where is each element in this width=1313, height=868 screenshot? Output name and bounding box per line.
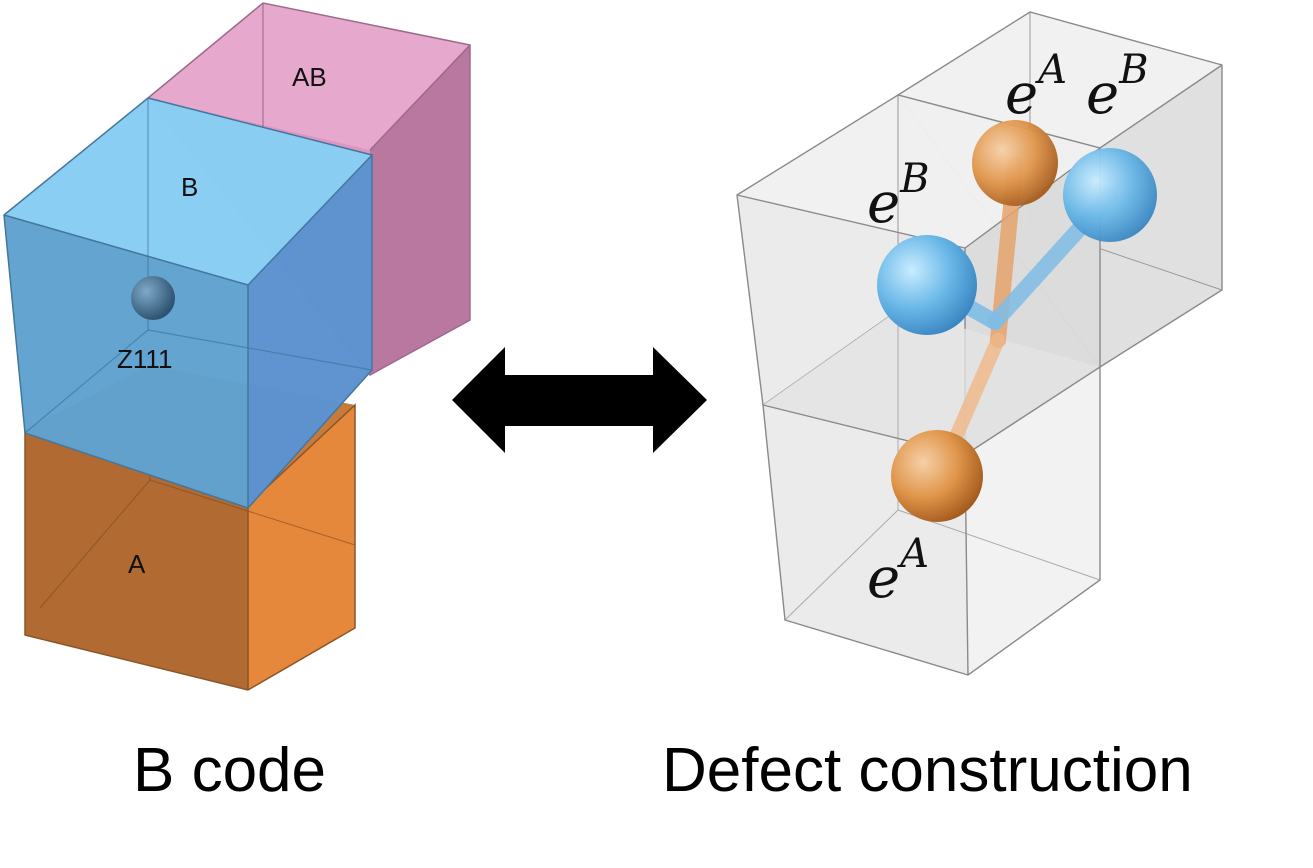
- label-ea-bottom: eA: [867, 531, 929, 611]
- b-code-figure: AB B Z111 A: [3, 2, 471, 691]
- label-ea-bottom-sup: A: [896, 531, 929, 577]
- b-cube-label: B: [181, 172, 198, 202]
- ab-cube-label: AB: [292, 62, 327, 92]
- right-caption: Defect construction: [662, 736, 1193, 805]
- label-eb-top: eB: [1086, 47, 1149, 127]
- left-caption: B code: [133, 736, 327, 805]
- defect-construction-figure: eB eA eB eA: [736, 11, 1223, 676]
- label-ea-top-base: e: [1005, 62, 1038, 127]
- label-ea-top-sup: A: [1034, 47, 1067, 93]
- label-eb-left: eB: [867, 156, 930, 236]
- orange-sphere-top: [972, 120, 1058, 206]
- label-eb-left-base: e: [867, 171, 900, 236]
- double-arrow-icon: [452, 347, 707, 453]
- b-cube: [3, 97, 373, 509]
- blue-sphere-right: [1063, 148, 1157, 242]
- label-ea-top: eA: [1005, 47, 1067, 127]
- a-cube-label: A: [128, 549, 146, 579]
- orange-sphere-bottom: [891, 430, 983, 522]
- defect-sphere: [131, 276, 175, 320]
- label-eb-left-sup: B: [899, 156, 929, 202]
- defect-label: Z111: [117, 344, 172, 374]
- label-eb-top-sup: B: [1118, 47, 1148, 93]
- blue-sphere-left: [877, 235, 977, 335]
- label-eb-top-base: e: [1086, 62, 1119, 127]
- label-ea-bottom-base: e: [867, 546, 900, 611]
